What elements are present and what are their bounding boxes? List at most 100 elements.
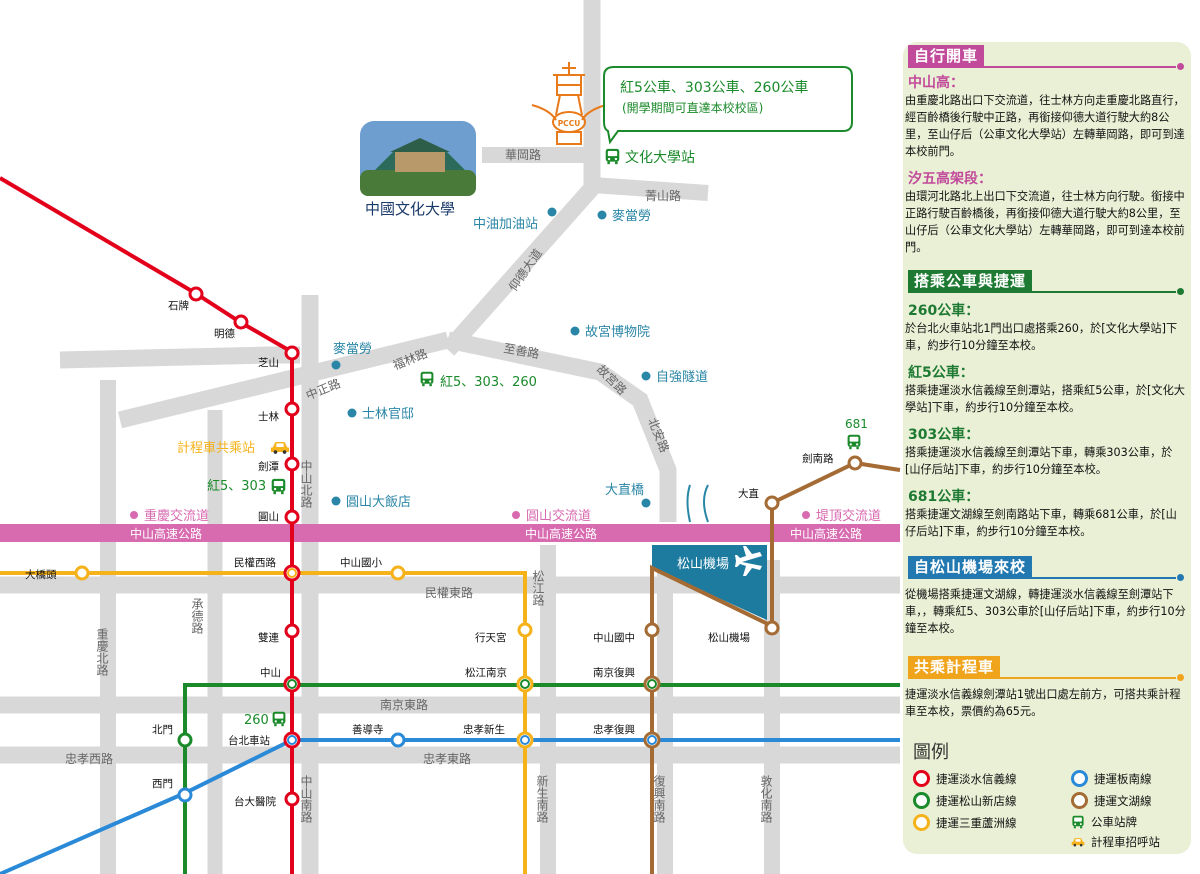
section-airport: 自松山機場來校	[903, 556, 1191, 581]
ring-icon	[913, 792, 930, 809]
poi-mcd-2: 麥當勞	[333, 341, 372, 357]
road-zhongshan-n: 中山北路	[299, 459, 313, 509]
paragraph: 搭乘捷運淡水信義線至劍潭站，搭乘紅5公車，於[文化大學站]下車，約步行10分鐘至…	[905, 384, 1185, 414]
paragraph: 於台北火車站北1門出口處搭乘260，於[文化大學站]下車，約步行10分鐘至本校。	[905, 322, 1178, 352]
station-taipei-main: 台北車站	[228, 734, 270, 747]
station-jiannan: 劍南路	[802, 452, 834, 465]
logo-text: PCCU	[558, 119, 581, 128]
paragraph: 搭乘捷運淡水信義線至劍潭站下車，轉乘303公車，於[山仔后站]下車，約步行10分…	[905, 446, 1173, 476]
road-chengde: 承德路	[190, 598, 204, 635]
road-zhishan: 至善路	[502, 340, 540, 361]
poi-shilin-residence: 士林官邸	[362, 406, 414, 422]
legend-taxi: 計程車招呼站	[1071, 834, 1160, 850]
station-shandao: 善導寺	[352, 723, 384, 736]
station-nanjing-fuxing: 南京復興	[593, 666, 635, 679]
sub-heading: 681公車：	[908, 489, 980, 505]
station-songjiang-nanjing: 松江南京	[465, 666, 507, 679]
poi-taxi-stand: 計程車共乘站	[177, 440, 255, 456]
road-minquan-e: 民權東路	[425, 585, 473, 600]
legend-label: 計程車招呼站	[1091, 835, 1160, 849]
legend-label: 捷運淡水信義線	[936, 771, 1017, 786]
station-shilin: 士林	[258, 410, 279, 423]
station-shuanglian: 雙連	[258, 631, 279, 644]
road-songjiang: 松江路	[531, 570, 545, 607]
section-bus-mrt: 搭乘公車與捷運	[903, 270, 1191, 295]
road-zhongxiao-w: 忠孝西路	[65, 751, 113, 766]
poi-chongqing-ic: 重慶交流道	[144, 508, 209, 524]
bus-stop-main-station: 260	[244, 713, 269, 728]
bus-stop-icon	[271, 478, 286, 495]
station-songshan-airport: 松山機場	[708, 631, 750, 644]
station-zhongxiao-xinsheng: 忠孝新生	[463, 723, 505, 736]
station-xingtian: 行天宮	[475, 631, 507, 644]
bus-stop-icon	[272, 711, 286, 727]
ring-icon	[913, 814, 930, 831]
legend-red: 捷運淡水信義線	[913, 770, 1017, 787]
station-daqiaotou: 大橋頭	[25, 568, 57, 581]
section-title: 自松山機場來校	[908, 556, 1033, 578]
poi-mcd-1: 麥當勞	[612, 208, 651, 224]
road-zhongshan-s: 中山南路	[299, 774, 313, 824]
section-taxi: 共乘計程車	[903, 656, 1191, 681]
bus-stop-fulin: 紅5、303、260	[440, 375, 537, 390]
poi-grand-hotel: 圓山大飯店	[346, 495, 411, 510]
bus-stop-icon	[847, 434, 861, 450]
station-minquan-w: 民權西路	[234, 556, 276, 569]
road-freeway-3: 中山高速公路	[790, 526, 862, 541]
poi-cpc-gas: 中油加油站	[473, 217, 538, 232]
road-xinsheng-s: 新生南路	[535, 774, 549, 824]
station-zhishan: 芝山	[258, 356, 279, 369]
poi-ziqiang-tunnel: 自強隧道	[656, 369, 708, 385]
bus-stop-pccu: 文化大學站	[625, 150, 695, 166]
station-zhongxiao-fuxing: 忠孝復興	[593, 723, 635, 736]
bus-stop-icon	[605, 148, 620, 165]
section-driving: 自行開車	[903, 45, 1191, 70]
legend-green: 捷運松山新店線	[913, 792, 1017, 809]
road-freeway-1: 中山高速公路	[130, 526, 202, 541]
paragraph: 從機場搭乘捷運文湖線，轉捷運淡水信義線至劍潭站下車，，轉乘紅5、303公車於[山…	[905, 588, 1186, 635]
callout-note: (開學期間可直達本校校區)	[622, 100, 763, 115]
legend-brown: 捷運文湖線	[1071, 792, 1152, 809]
legend-label: 捷運板南線	[1094, 771, 1152, 786]
station-beimen: 北門	[152, 724, 173, 736]
station-mingde: 明德	[214, 327, 235, 340]
sub-heading: 260公車：	[908, 303, 980, 319]
sub-heading: 中山高：	[908, 75, 964, 91]
legend-label: 捷運文湖線	[1094, 793, 1152, 808]
legend-label: 公車站牌	[1091, 815, 1137, 829]
info-panel: 自行開車 中山高： 由重慶北路出口下交流道，往士林方向走重慶北路直行，經百齡橋後…	[903, 42, 1191, 854]
station-zhongshan-es: 中山國小	[340, 556, 382, 569]
section-title: 自行開車	[908, 45, 985, 67]
poi-songshan-airport: 松山機場	[677, 557, 729, 572]
sub-heading: 汐五高架段：	[908, 171, 992, 187]
poi-diding-ic: 堤頂交流道	[816, 508, 881, 524]
ring-icon	[1071, 770, 1088, 787]
road-chongqing-n: 重慶北路	[95, 628, 109, 677]
road-jingshan: 菁山路	[645, 188, 681, 203]
station-yuanshan: 圓山	[258, 511, 279, 523]
station-dazhi: 大直	[738, 487, 759, 500]
campus-photo	[360, 121, 476, 196]
legend-label: 捷運三重蘆洲線	[936, 815, 1017, 830]
road-huagang: 華岡路	[505, 147, 541, 162]
section-title: 搭乘公車與捷運	[908, 270, 1033, 292]
bus-callout	[603, 66, 853, 145]
legend-bus: 公車站牌	[1071, 814, 1137, 830]
station-zhongshan-jh: 中山國中	[593, 631, 635, 644]
taxi-icon	[1071, 835, 1085, 849]
taxi-icon	[270, 442, 290, 454]
legend-label: 捷運松山新店線	[936, 793, 1017, 808]
poi-palace-museum: 故宮博物院	[585, 324, 650, 340]
road-fuxing-s: 復興南路	[652, 774, 666, 824]
sub-heading: 303公車：	[908, 427, 980, 443]
bus-stop-icon	[420, 371, 434, 387]
station-jiantan: 劍潭	[258, 460, 279, 473]
sub-heading: 紅5公車：	[908, 365, 974, 381]
road-freeway-2: 中山高速公路	[525, 526, 597, 541]
legend-title: 圖例	[913, 742, 949, 763]
paragraph: 由重慶北路出口下交流道，往士林方向走重慶北路直行，經百齡橋後行駛中正路，再銜接仰…	[905, 94, 1185, 158]
station-zhongshan: 中山	[260, 666, 281, 679]
poi-dazhi-bridge: 大直橋	[605, 483, 644, 498]
station-shipai: 石牌	[168, 299, 189, 312]
